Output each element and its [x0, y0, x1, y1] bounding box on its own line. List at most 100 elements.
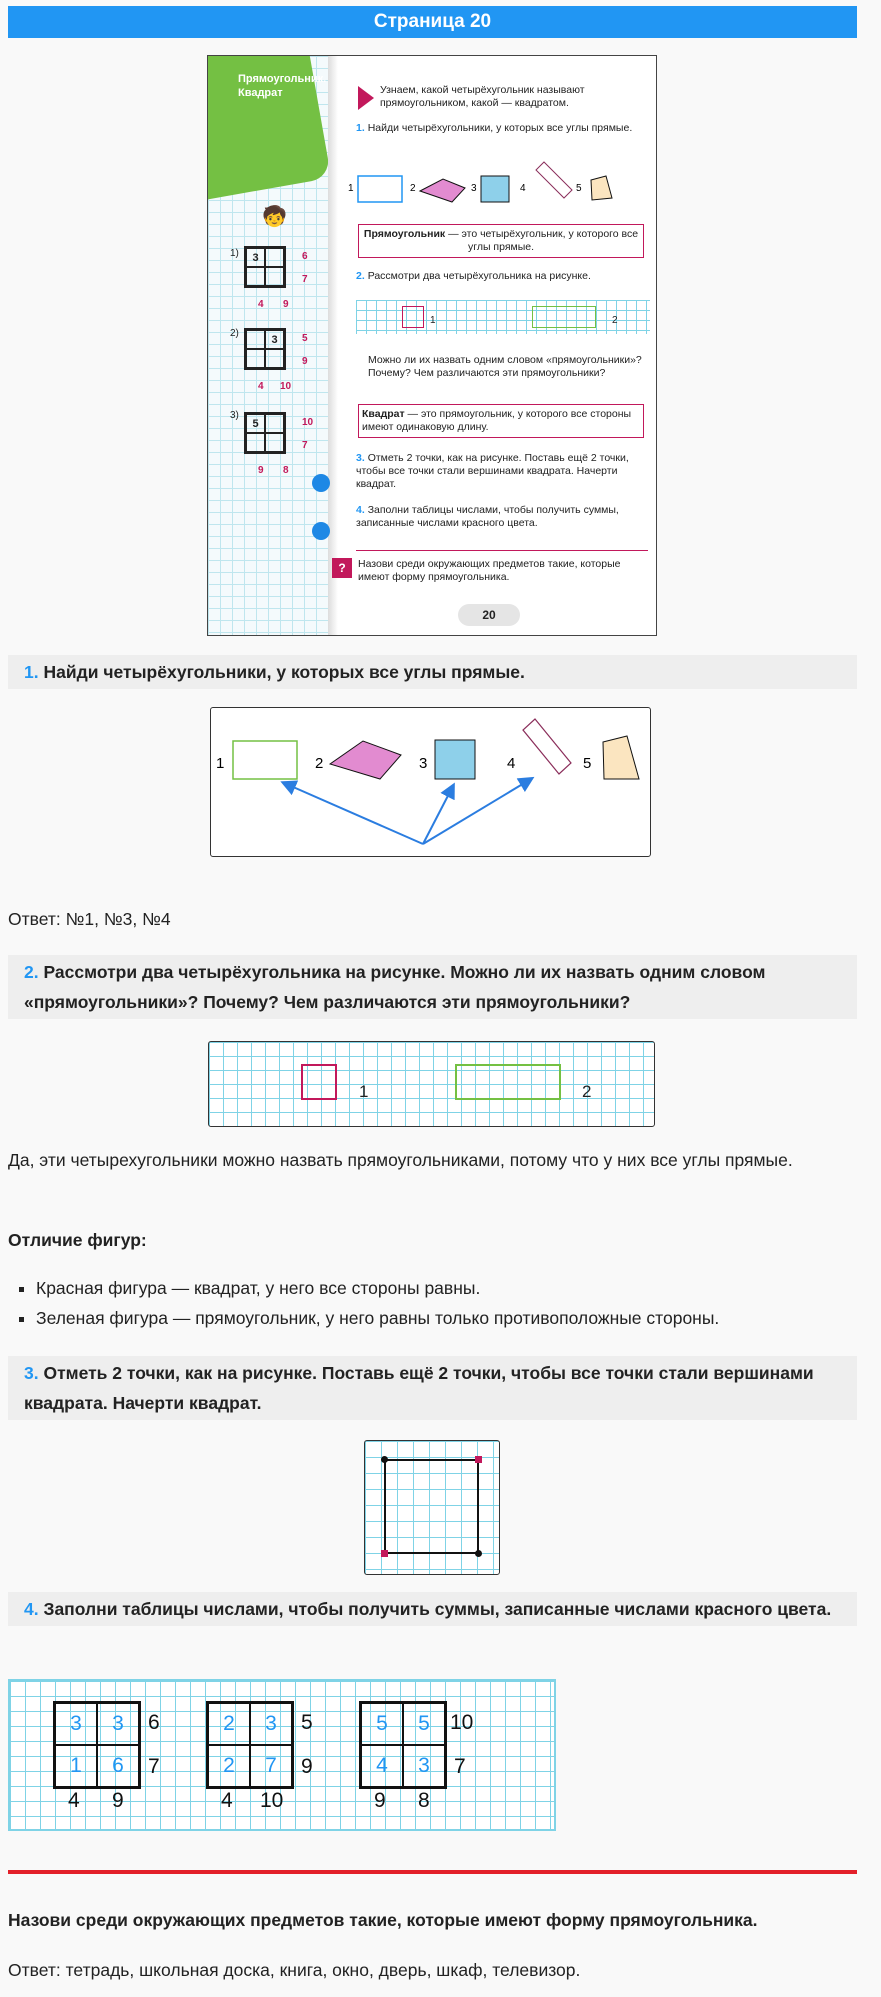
task3-heading: 3. Отметь 2 точки, как на рисунке. Поста…	[8, 1356, 857, 1420]
book-task2-figure: 1 2	[356, 300, 650, 334]
book-table-2-col1-sum: 4	[258, 381, 264, 392]
vertex-point	[381, 1456, 388, 1463]
red-square	[301, 1064, 337, 1100]
book-table-3-col1-sum: 9	[258, 465, 264, 476]
table-cell: 3	[97, 1703, 139, 1745]
vertex-point	[475, 1550, 482, 1557]
book-task2-question: Можно ли их назвать одним словом «прямоу…	[368, 354, 642, 379]
book-table-1-col2-sum: 9	[283, 299, 289, 310]
table-cell: 3	[403, 1745, 445, 1787]
task2-figure: 1 2	[208, 1041, 655, 1127]
arrow-to-figure-3	[422, 782, 455, 845]
column-sum: 4	[221, 1789, 233, 1812]
book-page-number: 20	[458, 604, 520, 626]
row-sum: 7	[454, 1755, 466, 1778]
fig-label-1: 1	[216, 755, 224, 772]
task2-answer: Да, эти четырехугольники можно назвать п…	[8, 1150, 793, 1170]
green-rectangle	[455, 1064, 561, 1100]
textbook-page-image: Прямоугольник. Квадрат 🧒 1) 3 6 7 4 9 2)…	[207, 55, 657, 636]
row-sum: 10	[450, 1711, 474, 1734]
book-table-1-col1-sum: 4	[258, 299, 264, 310]
book-task2: 2. Рассмотри два четырёхугольника на рис…	[356, 270, 591, 282]
task1-heading: 1. Найди четырёхугольники, у которых все…	[8, 655, 857, 689]
book-table-3-row1-sum: 10	[302, 417, 314, 428]
question-text: Назови среди окружающих предметов такие,…	[8, 1910, 758, 1930]
fig-label-3: 3	[419, 755, 427, 772]
section-divider	[8, 1870, 857, 1874]
question-marker-icon: ?	[332, 558, 352, 578]
sum-table-2: 2 3 2 7	[206, 1701, 294, 1789]
arrow-to-figure-4	[422, 776, 535, 845]
task2-diff-list: Красная фигура — квадрат, у него все сто…	[8, 1273, 719, 1333]
vertex-point-given	[475, 1456, 482, 1463]
book-question: Назови среди окружающих предметов такие,…	[358, 558, 621, 583]
table-cell: 7	[250, 1745, 292, 1787]
book-fig-label-5: 5	[576, 183, 582, 194]
table-cell: 5	[403, 1703, 445, 1745]
book-table-1-row1-sum: 6	[302, 251, 308, 262]
book-table-2-row2-sum: 9	[302, 356, 308, 367]
row-sum: 9	[301, 1755, 313, 1778]
book-fig-label-2: 2	[410, 183, 416, 194]
book-table-2-row1-sum: 5	[302, 333, 308, 344]
fig2-label-2: 2	[582, 1082, 592, 1101]
book-fig-label-3: 3	[471, 183, 477, 194]
table-cell: 3	[250, 1703, 292, 1745]
book-task1: 1. Найди четырёхугольники, у которых все…	[356, 122, 633, 134]
task3-figure	[364, 1440, 500, 1575]
list-item: Красная фигура — квадрат, у него все сто…	[36, 1273, 719, 1303]
sum-table-1: 3 3 1 6	[53, 1701, 141, 1789]
book-fig-1	[357, 175, 403, 203]
book-definition-rectangle: Прямоугольник — это четырёхугольник, у к…	[358, 224, 644, 258]
task1-figures-svg: 1 2 3 4 5	[216, 718, 640, 845]
arrow-to-figure-1	[280, 780, 424, 845]
book-fig-5	[590, 175, 613, 201]
book-spine	[328, 56, 338, 635]
sum-table-3: 5 5 4 3	[359, 1701, 447, 1789]
figure-4-rotated-rectangle	[522, 718, 572, 775]
row-sum: 7	[148, 1755, 160, 1778]
book-definition-square: Квадрат — это прямоугольник, у которого …	[358, 404, 644, 438]
list-item: Зеленая фигура — прямоугольник, у него р…	[36, 1303, 719, 1333]
book-fig2-label-1: 1	[430, 315, 436, 326]
book-fig-4	[535, 161, 573, 199]
table-cell: 6	[97, 1745, 139, 1787]
task1-figure: 1 2 3 4 5	[210, 707, 651, 857]
book-divider	[356, 550, 648, 551]
table-cell: 2	[208, 1745, 250, 1787]
book-fig-3	[480, 175, 510, 203]
book-table-2: 3	[244, 328, 286, 370]
section-title: Прямоугольник. Квадрат	[238, 73, 327, 99]
fig-label-5: 5	[583, 755, 591, 772]
table-cell: 5	[361, 1703, 403, 1745]
book-table-3-col2-sum: 8	[283, 465, 289, 476]
globe-icon	[312, 522, 330, 540]
book-task3: 3. Отметь 2 точки, как на рисунке. Поста…	[356, 452, 629, 490]
book-table-2-col2-sum: 10	[280, 381, 292, 392]
table-cell: 1	[55, 1745, 97, 1787]
task2-heading: 2. Рассмотри два четырёхугольника на рис…	[8, 955, 857, 1019]
table-label-3: 3)	[230, 410, 239, 421]
fig-label-4: 4	[507, 755, 515, 772]
task2-diff-heading: Отличие фигур:	[8, 1230, 147, 1250]
column-sum: 9	[112, 1789, 124, 1812]
fig2-label-1: 1	[359, 1082, 369, 1101]
table-cell: 4	[361, 1745, 403, 1787]
figure-1-rectangle	[232, 740, 298, 780]
book-task4: 4. Заполни таблицы числами, чтобы получи…	[356, 504, 619, 529]
globe-icon	[312, 474, 330, 492]
book-fig-2	[418, 178, 466, 203]
book-table-3-row2-sum: 7	[302, 440, 308, 451]
question-answer: Ответ: тетрадь, школьная доска, книга, о…	[8, 1960, 581, 1980]
row-sum: 6	[148, 1711, 160, 1734]
table-cell: 3	[55, 1703, 97, 1745]
pencil-character-icon: 🧒	[262, 206, 287, 228]
fig-label-2: 2	[315, 755, 323, 772]
book-fig2-label-2: 2	[612, 315, 618, 326]
book-fig-label-1: 1	[348, 183, 354, 194]
table-label-2: 2)	[230, 328, 239, 339]
book-table-1: 3	[244, 246, 286, 288]
figure-2-quadrilateral	[328, 740, 402, 780]
table-label-1: 1)	[230, 248, 239, 259]
task1-answer: Ответ: №1, №3, №4	[8, 909, 171, 929]
